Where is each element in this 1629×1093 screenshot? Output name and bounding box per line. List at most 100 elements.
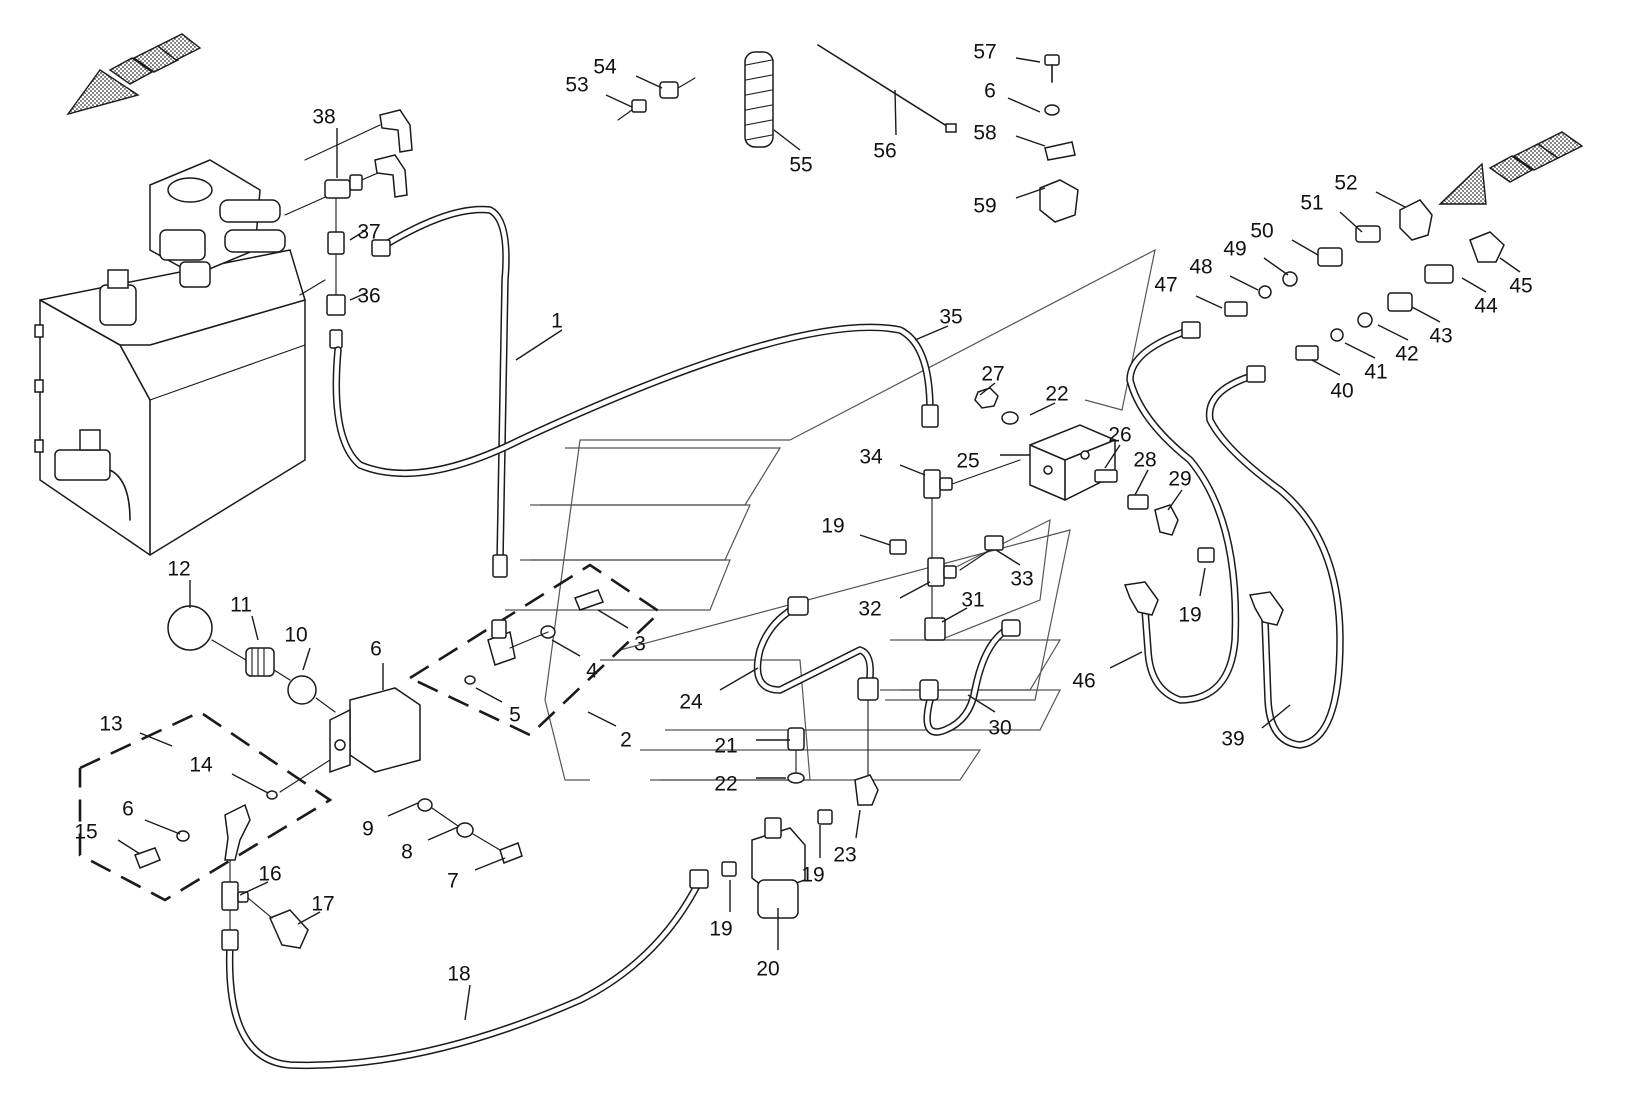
tee-fitting-38 [324,174,363,199]
callout-leader-line [967,694,996,713]
coupling-11 [245,647,275,677]
callout-number-15: 15 [74,821,97,844]
callout-number-33: 33 [1010,568,1033,591]
callout-leader-line [1263,257,1289,276]
nut-43 [1387,292,1413,312]
dust-cap-52 [1399,199,1433,241]
chassis-frame-outline [505,248,1156,781]
callout-number-23: 23 [833,844,856,867]
oring-14 [266,790,278,800]
callout-labels: 1234566678910111213141516171819191919202… [74,41,1533,1021]
callout-leader-line [1344,342,1376,359]
screw-15 [134,847,161,869]
callout-leader-line [427,826,459,841]
callout-number-19: 19 [709,918,732,941]
nut-27 [974,387,999,409]
washer-9 [417,798,433,812]
nut-53 [631,99,647,113]
callout-leader-line [349,229,367,241]
callout-leader-line [1015,57,1041,63]
fitting-block [487,619,516,666]
callout-leader-line [914,325,949,341]
callout-number-6: 6 [122,798,134,821]
callout-leader-line [475,687,503,703]
callout-leader-line [144,819,181,835]
elbow-fitting [224,803,251,861]
bolt-57 [1044,54,1060,83]
coupling-51 [1355,225,1381,243]
callout-leader-line [231,773,269,794]
callout-leader-line [1029,402,1056,416]
callout-leader-line [1461,277,1487,293]
callout-leader-line [1375,191,1406,208]
callout-number-29: 29 [1168,468,1191,491]
pipe-24 [753,596,879,776]
hose-1 [371,205,510,578]
callout-leader-line [1377,324,1409,341]
callout-number-46: 46 [1072,670,1095,693]
washer-42 [1357,312,1373,328]
adapter-37 [327,231,345,255]
callout-number-34: 34 [859,446,883,469]
dust-cap-45 [1469,231,1505,263]
bolt-7 [499,842,523,864]
callout-number-50: 50 [1250,220,1273,243]
tank-return-elbows [374,109,413,198]
callout-leader-line [551,639,581,657]
callout-leader-line [1291,239,1319,256]
callout-number-42: 42 [1395,343,1418,366]
callout-number-44: 44 [1474,295,1498,318]
callout-number-19: 19 [801,864,824,887]
callout-leader-line [859,534,891,546]
callout-leader-line [474,857,506,871]
callout-number-3: 3 [634,633,646,656]
callout-number-16: 16 [258,863,281,886]
hose-46 [1123,321,1240,704]
pump-6 [329,687,421,774]
callout-leader-line [587,711,617,727]
tank-filler-cap [99,269,137,326]
tee-fitting-32 [927,557,957,587]
nut-36 [326,294,346,349]
adapter-40 [1295,345,1319,361]
callout-leader-line [995,549,1021,566]
nipple-19-filter-left [721,861,737,877]
tank-valve-block [149,159,286,288]
callout-number-47: 47 [1154,274,1177,297]
callout-leader-line [1007,97,1041,113]
callout-leader-line [1311,359,1341,376]
nut-54 [659,81,679,99]
callout-leader-line [387,802,419,817]
callout-leader-line [464,984,471,1021]
callout-number-43: 43 [1429,325,1452,348]
callout-leader-line [605,94,633,108]
callout-leader-line [899,581,931,599]
callout-leader-line [894,89,897,136]
connection-leader-lines [284,124,386,296]
nipple-31 [924,617,946,641]
nut-50 [1317,247,1343,267]
callout-leader-line [941,607,968,623]
callout-number-22: 22 [714,773,737,796]
tank-outlet-fittings [54,429,131,521]
travel-direction-arrow-icon [1438,131,1584,205]
callout-number-58: 58 [973,122,996,145]
callout-number-41: 41 [1364,361,1387,384]
callout-leader-line [773,129,801,151]
callout-number-53: 53 [565,74,588,97]
callout-leader-line [1134,469,1149,496]
callout-number-40: 40 [1330,380,1353,403]
washer-8 [456,822,474,838]
callout-leader-line [1411,306,1441,323]
screw-26 [1094,469,1118,483]
callout-number-59: 59 [973,195,996,218]
callout-number-1: 1 [551,310,563,333]
callout-leader-line [979,382,996,396]
callout-number-30: 30 [988,717,1011,740]
callout-leader-line [1104,444,1121,469]
callout-number-6: 6 [370,638,382,661]
callout-number-12: 12 [167,558,190,581]
filter-20 [751,817,806,919]
callout-leader-line [597,609,629,629]
callout-leader-line [349,292,367,301]
